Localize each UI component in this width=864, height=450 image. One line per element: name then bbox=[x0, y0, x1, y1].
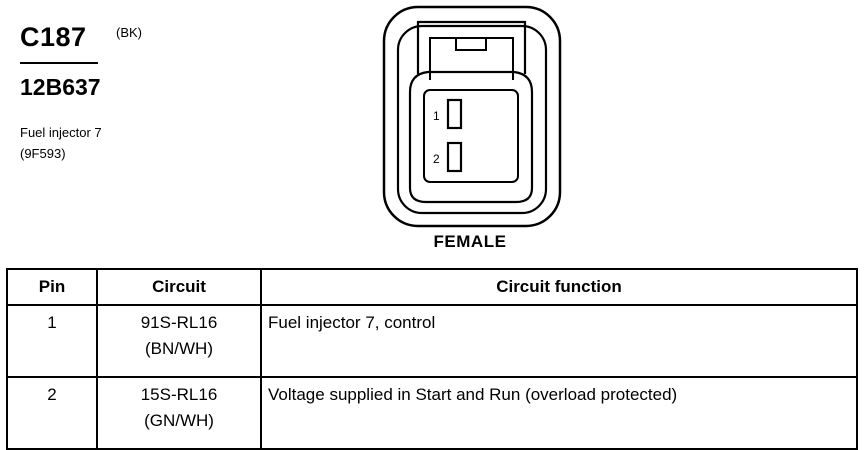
circuit-function-cell: Voltage supplied in Start and Run (overl… bbox=[260, 376, 858, 450]
title-divider bbox=[20, 62, 98, 64]
wire-color: (BN/WH) bbox=[145, 339, 213, 358]
pinout-table: Pin Circuit Circuit function 1 91S-RL16 … bbox=[6, 268, 858, 450]
pin-label-2: 2 bbox=[433, 152, 440, 166]
pin-label-1: 1 bbox=[433, 109, 440, 123]
circuit-function-cell: Fuel injector 7, control bbox=[260, 304, 858, 378]
table-row: 2 15S-RL16 (GN/WH) Voltage supplied in S… bbox=[6, 376, 858, 450]
part-number: 12B637 bbox=[20, 74, 101, 100]
circuit-cell: 15S-RL16 (GN/WH) bbox=[96, 376, 262, 450]
terminal-1 bbox=[446, 98, 463, 130]
cavity-body bbox=[408, 70, 534, 204]
circuit-number: 15S-RL16 bbox=[140, 385, 218, 404]
locking-tab-inner bbox=[429, 37, 514, 80]
connector-id: C187 bbox=[20, 22, 87, 52]
terminal-2 bbox=[446, 141, 463, 173]
circuit-number: 91S-RL16 bbox=[140, 313, 218, 332]
pin-cell: 2 bbox=[6, 376, 98, 450]
connector-housing-inner bbox=[396, 24, 548, 215]
component-description: Fuel injector 7 bbox=[20, 125, 102, 140]
connector-color-code: (BK) bbox=[116, 25, 142, 40]
terminal-area bbox=[423, 89, 519, 183]
wire-color: (GN/WH) bbox=[144, 411, 214, 430]
header-circuit-function: Circuit function bbox=[260, 268, 858, 306]
connector-view-label: FEMALE bbox=[433, 232, 507, 251]
connector-title-block: C187 (BK) 12B637 Fuel injector 7 (9F593) bbox=[20, 22, 220, 161]
connector-housing-outer bbox=[382, 5, 562, 228]
circuit-cell: 91S-RL16 (BN/WH) bbox=[96, 304, 262, 378]
pin-cell: 1 bbox=[6, 304, 98, 378]
table-row: 1 91S-RL16 (BN/WH) Fuel injector 7, cont… bbox=[6, 304, 858, 378]
table-header-row: Pin Circuit Circuit function bbox=[6, 268, 858, 306]
locking-tab bbox=[416, 20, 527, 74]
locking-tab-notch bbox=[455, 38, 487, 51]
header-pin: Pin bbox=[6, 268, 98, 306]
header-circuit: Circuit bbox=[96, 268, 262, 306]
component-reference: (9F593) bbox=[20, 146, 66, 161]
